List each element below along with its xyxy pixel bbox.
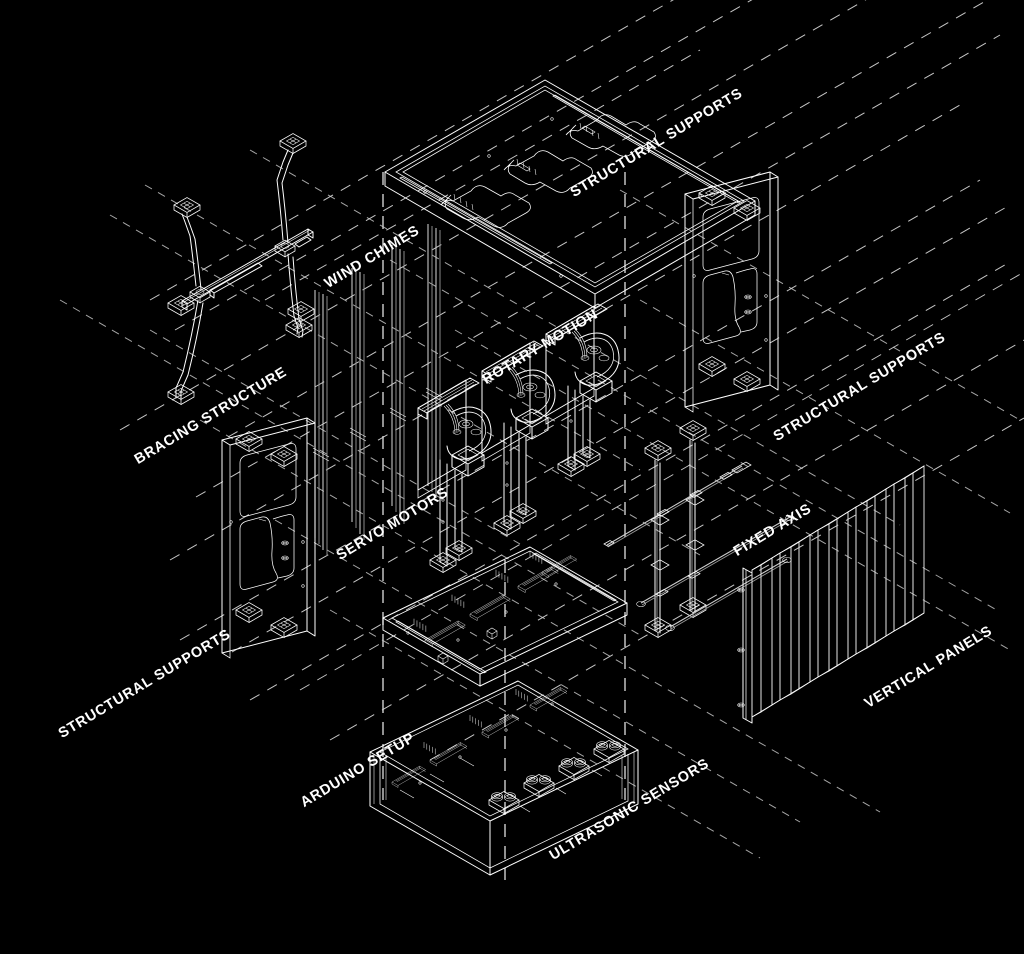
component-rotary-motion-assemblies	[417, 303, 620, 573]
component-side-panel-left	[221, 417, 316, 659]
component-top-plate	[384, 79, 756, 309]
explosion-guide-lines	[59, 0, 1024, 880]
component-base-box	[369, 680, 639, 876]
component-side-panel-right	[684, 171, 779, 413]
component-ultrasonic-sensors	[488, 739, 625, 815]
component-arduino-plate	[382, 546, 628, 687]
component-bracing-structure	[167, 133, 315, 405]
component-vertical-panels	[737, 465, 925, 724]
